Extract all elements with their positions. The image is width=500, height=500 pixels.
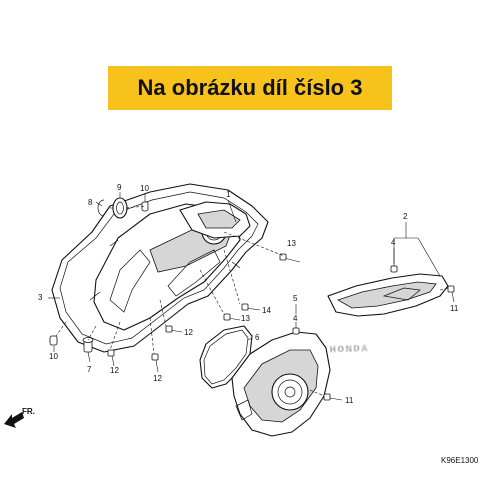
honda-watermark: HONDA <box>329 343 370 354</box>
inner-cover[interactable] <box>179 201 251 239</box>
callout-10-upper: 10 <box>140 184 149 193</box>
alignment-lines <box>55 205 449 397</box>
callout-8: 8 <box>88 198 93 207</box>
bolt-12-b[interactable] <box>107 349 115 367</box>
callout-11-rear: 11 <box>345 396 354 405</box>
callout-14: 14 <box>262 306 271 315</box>
side-cover[interactable] <box>327 273 449 317</box>
callout-1: 1 <box>226 190 231 199</box>
nut-4-side[interactable] <box>390 265 398 273</box>
front-arrow-icon <box>4 412 24 428</box>
callout-5: 5 <box>293 294 298 303</box>
callout-4-rear: 4 <box>293 314 298 323</box>
watermark-text: HONDA <box>330 344 370 354</box>
oil-seal[interactable] <box>112 197 128 219</box>
bolt-11-side[interactable] <box>447 285 455 303</box>
bolt-12-c[interactable] <box>151 353 159 373</box>
bolt-13-upper[interactable] <box>279 253 301 263</box>
bolts <box>107 253 455 401</box>
callout-2: 2 <box>403 212 408 221</box>
front-direction-indicator: FR. <box>4 407 35 428</box>
callout-13-middle: 13 <box>241 314 250 323</box>
dowel-pin-lower[interactable] <box>49 335 58 346</box>
nut-4-rear[interactable] <box>292 327 300 335</box>
callout-7: 7 <box>87 365 92 374</box>
rear-cover[interactable] <box>231 331 331 437</box>
callout-6: 6 <box>255 333 260 342</box>
callout-10-lower: 10 <box>49 352 58 361</box>
callout-3: 3 <box>38 293 43 302</box>
bolt-12-a[interactable] <box>165 325 183 333</box>
bolt-11-rear[interactable] <box>323 393 343 401</box>
callout-4-side: 4 <box>391 238 396 247</box>
callout-12-b: 12 <box>110 366 119 375</box>
bolt-13-middle[interactable] <box>223 313 241 321</box>
diagram-code: K96E1300 <box>441 456 479 465</box>
leader-lines <box>48 192 441 363</box>
callout-12-c: 12 <box>153 374 162 383</box>
callout-12-a: 12 <box>184 328 193 337</box>
direction-label: FR. <box>22 407 35 416</box>
bolt-14[interactable] <box>241 303 261 311</box>
callouts: 1 2 3 4 4 5 6 7 8 9 10 10 11 11 12 12 12… <box>38 183 459 405</box>
title-banner: Na obrázku díl číslo 3 <box>108 66 392 110</box>
callout-11-side: 11 <box>450 304 459 313</box>
callout-13-upper: 13 <box>287 239 296 248</box>
banner-text: Na obrázku díl číslo 3 <box>137 75 363 100</box>
callout-9: 9 <box>117 183 122 192</box>
circlip[interactable] <box>97 199 105 217</box>
